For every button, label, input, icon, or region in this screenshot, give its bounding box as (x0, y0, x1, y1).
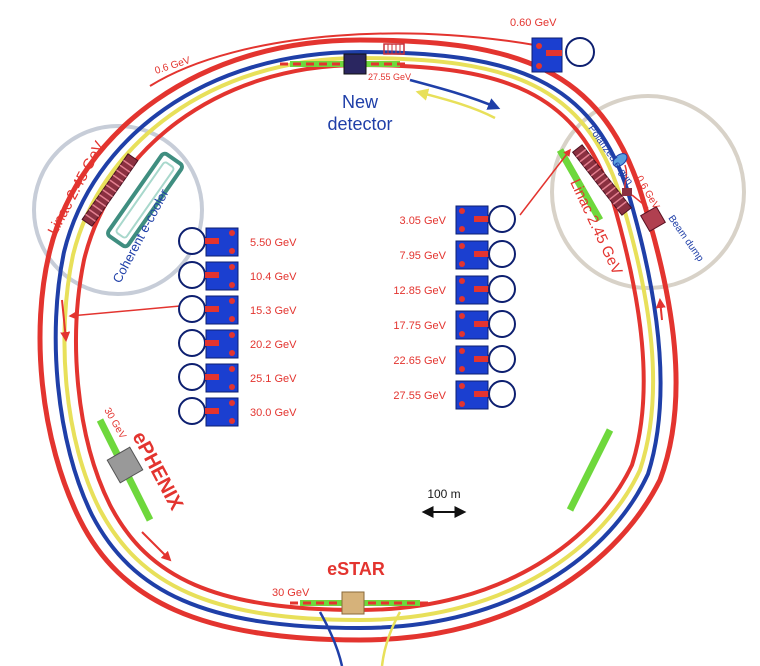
estar-detector-box (341, 591, 365, 615)
bottom-left-arrow (141, 531, 172, 562)
right-linac (571, 144, 633, 216)
bottom-yellow-line (380, 611, 402, 666)
right-cavity-6: 27.55 GeV (393, 380, 516, 410)
outer-red-ring (37, 37, 679, 643)
green-right-upper (556, 148, 604, 222)
dump-line (631, 194, 649, 209)
left-cavity-5: 25.1 GeV (178, 363, 297, 393)
cooler-region-circle (32, 124, 204, 296)
scale-label: 100 m (427, 487, 460, 501)
left-cavity-stack: 5.50 GeV 10.4 GeV 15.3 GeV 20.2 GeV 25.1 GeV… (178, 227, 297, 427)
left-pass-label: 5.50 GeV (250, 237, 297, 249)
left-pass-label: 30.0 GeV (250, 407, 297, 419)
left-cavity-4: 20.2 GeV (178, 329, 297, 359)
left-cavity-3: 15.3 GeV (178, 295, 297, 325)
energy-060-top: 0.60 GeV (510, 17, 557, 29)
new-detector-label-2: detector (327, 114, 392, 134)
right-cavity-1: 3.05 GeV (400, 205, 516, 235)
gun-magnet (622, 188, 632, 196)
polarized-gun-icon (612, 153, 628, 167)
left-cavity-2: 10.4 GeV (178, 261, 297, 291)
top-coil (383, 43, 405, 55)
right-pass-label: 22.65 GeV (393, 355, 446, 367)
right-arrow (655, 298, 666, 321)
coherent-cooler-device (106, 151, 184, 249)
right-pass-label: 27.55 GeV (393, 390, 446, 402)
right-cavity-4: 17.75 GeV (393, 310, 516, 340)
right-cavity-3: 12.85 GeV (393, 275, 516, 305)
new-detector-box (343, 53, 367, 75)
left-cavity-6: 30.0 GeV (178, 397, 297, 427)
right-cavity-5: 22.65 GeV (393, 345, 516, 375)
top-return-arc (149, 32, 562, 87)
estar-label: eSTAR (327, 559, 385, 579)
right-pass-label: 3.05 GeV (400, 215, 447, 227)
injector-region-circle (550, 94, 746, 290)
top-cavity (531, 37, 595, 73)
green-right-lower (566, 428, 614, 512)
new-detector-label-1: New (342, 92, 379, 112)
blue-beam-arrow (409, 78, 501, 110)
cooler-label: Coherent e-cooler (109, 186, 171, 286)
right-cavity-stack: 3.05 GeV 7.95 GeV 12.85 GeV 17.75 GeV 22.65 … (393, 205, 516, 410)
right-cavity-2: 7.95 GeV (400, 240, 516, 270)
right-pass-label: 12.85 GeV (393, 285, 446, 297)
energy-30-bottom: 30 GeV (272, 587, 310, 599)
right-pointer (519, 148, 571, 216)
yellow-beam-arrow (415, 88, 496, 120)
right-pass-label: 7.95 GeV (400, 250, 447, 262)
left-cavity-1: 5.50 GeV (178, 227, 297, 257)
left-pass-label: 15.3 GeV (250, 305, 297, 317)
left-pass-label: 10.4 GeV (250, 271, 297, 283)
left-pointer (68, 305, 181, 320)
right-pass-label: 17.75 GeV (393, 320, 446, 332)
left-pass-label: 20.2 GeV (250, 339, 297, 351)
left-linac (81, 153, 139, 227)
energy-2755-top: 27.55 GeV (368, 72, 411, 82)
beam-dump-icon (640, 206, 666, 232)
left-pass-label: 25.1 GeV (250, 373, 297, 385)
ephenix-detector-box (106, 446, 144, 484)
dump-label: Beam dump (666, 213, 706, 264)
inner-red-ring (74, 62, 646, 613)
left-arrow (60, 299, 71, 342)
bottom-blue-line (318, 611, 344, 666)
